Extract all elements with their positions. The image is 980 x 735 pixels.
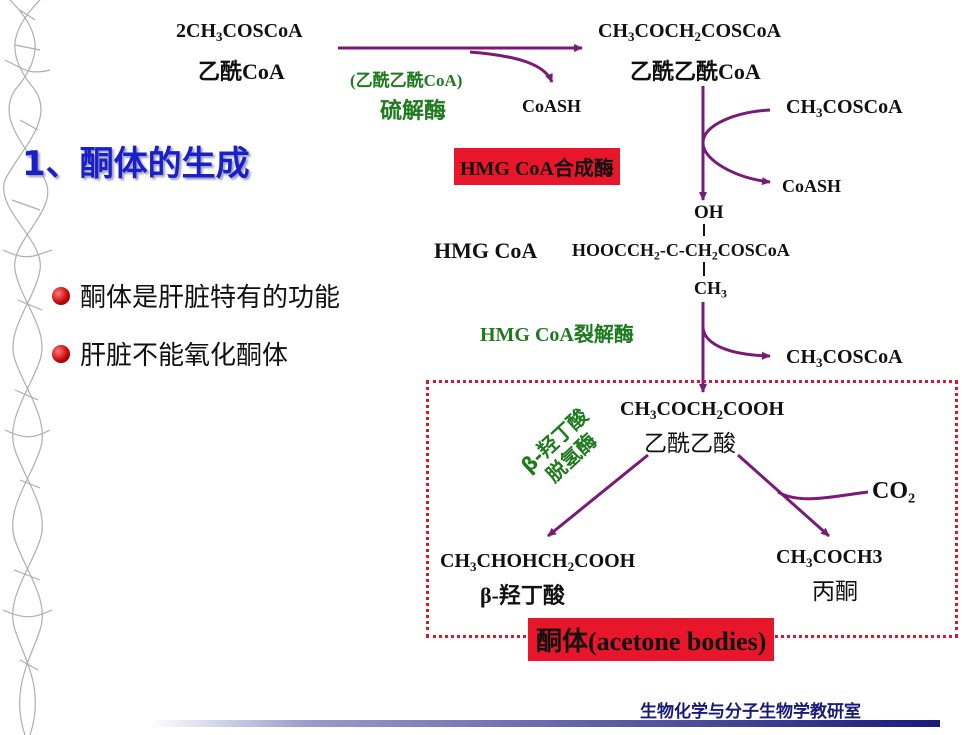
acetyl-coa-input: CH3COSCoA: [786, 96, 903, 120]
thiolase-label: (乙酰乙酰CoA): [350, 71, 463, 90]
acetoacetyl-coa-name: 乙酰乙酰CoA: [630, 59, 761, 84]
hmg-coa-lyase-label: HMG CoA裂解酶: [480, 324, 634, 346]
acetoacetate-name: 乙酰乙酸: [644, 431, 736, 457]
bullet-dot-icon: [52, 345, 70, 363]
coash-output: CoASH: [782, 176, 842, 196]
co2-label: CO₂: [872, 478, 916, 504]
bhb-formula: CH3CHOHCH2COOH: [440, 550, 636, 574]
acetone-formula: CH3COCH3: [776, 546, 883, 570]
bullet-dot-icon: [52, 287, 70, 305]
acetyl-coa-formula: 2CH3COSCoA: [176, 20, 303, 44]
bullet-text: 酮体是肝脏特有的功能: [80, 283, 341, 313]
hmg-coa-name: HMG CoA: [434, 238, 538, 263]
dna-helix-decoration: [2, 0, 53, 735]
footer-text: 生物化学与分子生物学教研室: [640, 702, 861, 722]
bond-line: [703, 224, 705, 236]
hmg-oh-group: OH: [694, 202, 724, 223]
acetoacetate-formula: CH3COCH2COOH: [620, 398, 785, 422]
bullet-text: 肝脏不能氧化酮体: [80, 341, 289, 371]
ketone-bodies-label: 酮体(acetone bodies): [528, 618, 775, 661]
acetyl-coa-name: 乙酰CoA: [198, 59, 285, 84]
co2-release-curve: [777, 490, 869, 501]
coash-release-arrow: [469, 50, 554, 83]
hmg-coa-formula: HOOCCH2-C-CH2COSCoA: [572, 240, 790, 263]
coash-output-curve: [701, 142, 771, 186]
bhb-arrow: [547, 453, 649, 538]
coash-product: CoASH: [522, 96, 582, 116]
acetone-name: 丙酮: [812, 579, 858, 605]
hmg-coa-synthase-box: HMG CoA合成酶: [454, 148, 620, 185]
acetylcoa-output-curve: [701, 327, 771, 360]
bhb-name: β-羟丁酸: [480, 583, 565, 608]
acetoacetyl-coa-formula: CH3COCH2COSCoA: [598, 20, 782, 44]
bond-line: [703, 262, 705, 276]
acetyl-coa-output: CH3COSCoA: [786, 346, 903, 370]
footer-bar: [150, 720, 940, 727]
acetylcoa-input-curve: [701, 108, 771, 144]
thiolase-enzyme-name: 硫解酶: [380, 99, 447, 124]
hmg-ch3-group: CH3: [694, 278, 727, 301]
page-title: 1、酮体的生成: [22, 144, 250, 184]
